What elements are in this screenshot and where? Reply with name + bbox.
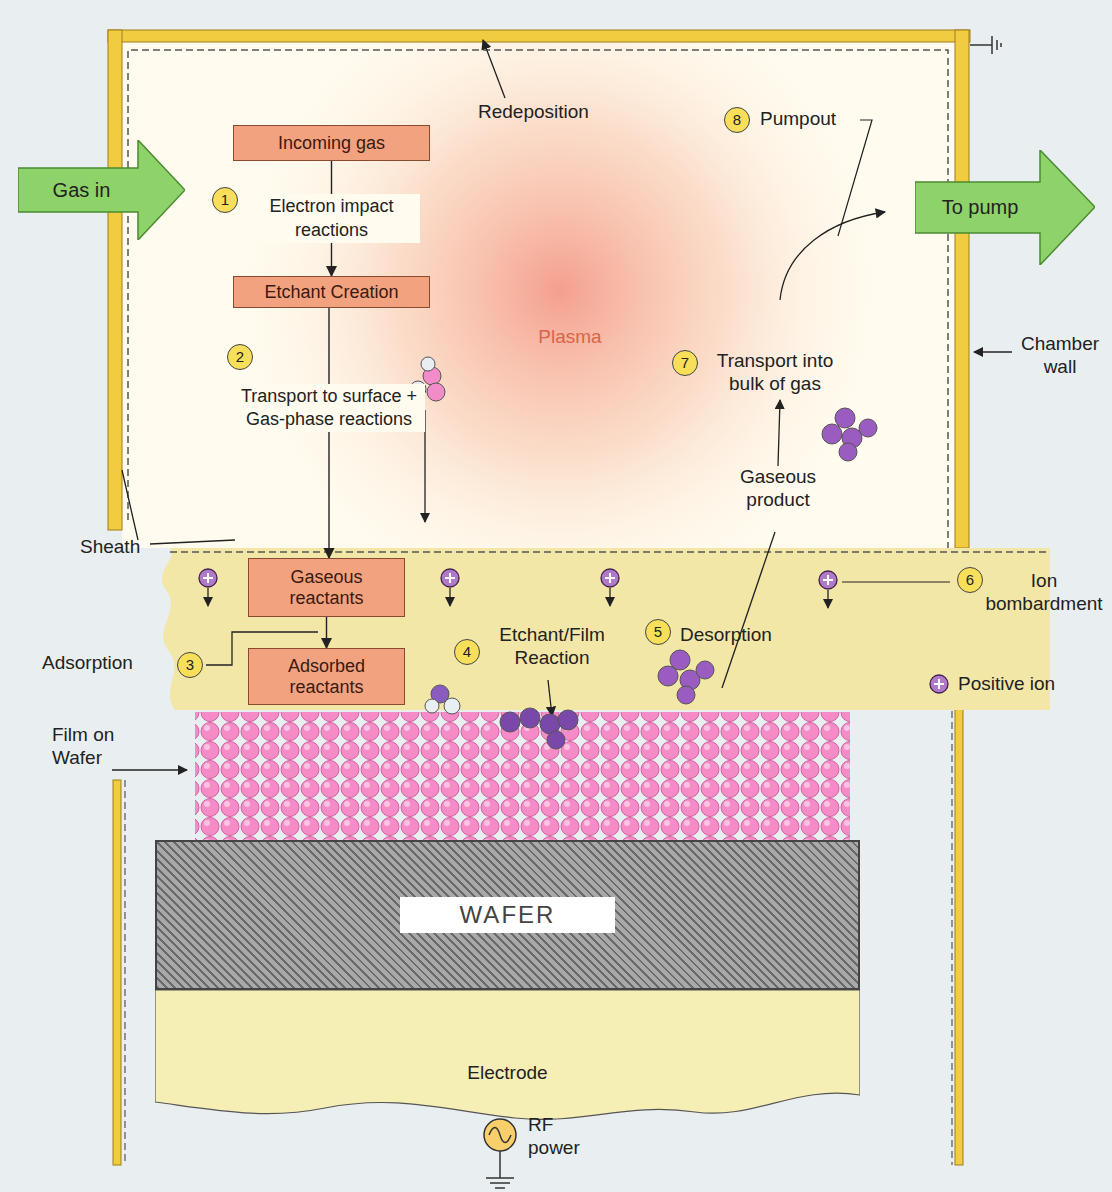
- annotation-label: Etchant/Film Reaction: [482, 624, 622, 670]
- annotation-label: Redeposition: [478, 101, 638, 124]
- positive-ion: [601, 569, 619, 606]
- annotation-label: Desorption: [680, 624, 790, 647]
- callout-number: 6: [957, 567, 983, 593]
- node-text: Incoming gas: [278, 133, 385, 154]
- callout-number: 2: [227, 344, 253, 370]
- annotation-label: Pumpout: [760, 108, 860, 131]
- legend-text: Positive ion: [958, 673, 1055, 695]
- flow-arrow: [328, 308, 329, 558]
- gas-in-arrow: Gas in: [18, 140, 185, 240]
- edge-label: Transport to surface + Gas-phase reactio…: [234, 384, 425, 433]
- callout-number: 8: [724, 107, 750, 133]
- ion-swatch: [926, 672, 952, 696]
- annotation-label: Transport into bulk of gas: [700, 350, 850, 396]
- annotation-label: Chamber wall: [1015, 333, 1105, 379]
- process-box: Incoming gas: [233, 125, 430, 161]
- electrode: Electrode: [155, 990, 860, 1125]
- annotation-label: Adsorption: [42, 652, 152, 675]
- annotation-label: Film on Wafer: [52, 724, 132, 770]
- process-box: Gaseous reactants: [248, 558, 405, 617]
- legend-item: Positive ion: [926, 672, 1055, 696]
- flow-arrow: [326, 617, 327, 648]
- to-pump-arrow: To pump: [915, 150, 1095, 265]
- node-text: Gaseous reactants: [255, 567, 398, 609]
- electrode-shape: [155, 990, 860, 1125]
- node-text: Electrode: [467, 1062, 547, 1084]
- annotation-label: Sheath: [80, 536, 160, 559]
- positive-ion: [199, 569, 217, 606]
- callout-number: 4: [454, 639, 480, 665]
- wafer-label: WAFER: [400, 897, 616, 933]
- node-text: Etchant Creation: [264, 282, 398, 303]
- process-box: Etchant Creation: [233, 276, 430, 308]
- annotation-label: RF power: [528, 1114, 598, 1160]
- node-text: To pump: [942, 196, 1019, 219]
- edge-label: Electron impact reactions: [244, 194, 420, 243]
- positive-ion: [819, 571, 837, 608]
- callout-number: 5: [645, 619, 671, 645]
- positive-ion: [441, 569, 459, 606]
- node-text: Adsorbed reactants: [255, 656, 398, 698]
- node-text: Gas in: [53, 179, 111, 202]
- callout-number: 1: [212, 187, 238, 213]
- annotation-label: Gaseous product: [728, 466, 828, 512]
- annotation-label: Plasma: [520, 326, 620, 349]
- annotation-label: Ion bombardment: [982, 570, 1106, 616]
- process-box: Adsorbed reactants: [248, 648, 405, 705]
- wafer: WAFER: [155, 840, 860, 990]
- callout-number: 7: [672, 350, 698, 376]
- callout-number: 3: [177, 652, 203, 678]
